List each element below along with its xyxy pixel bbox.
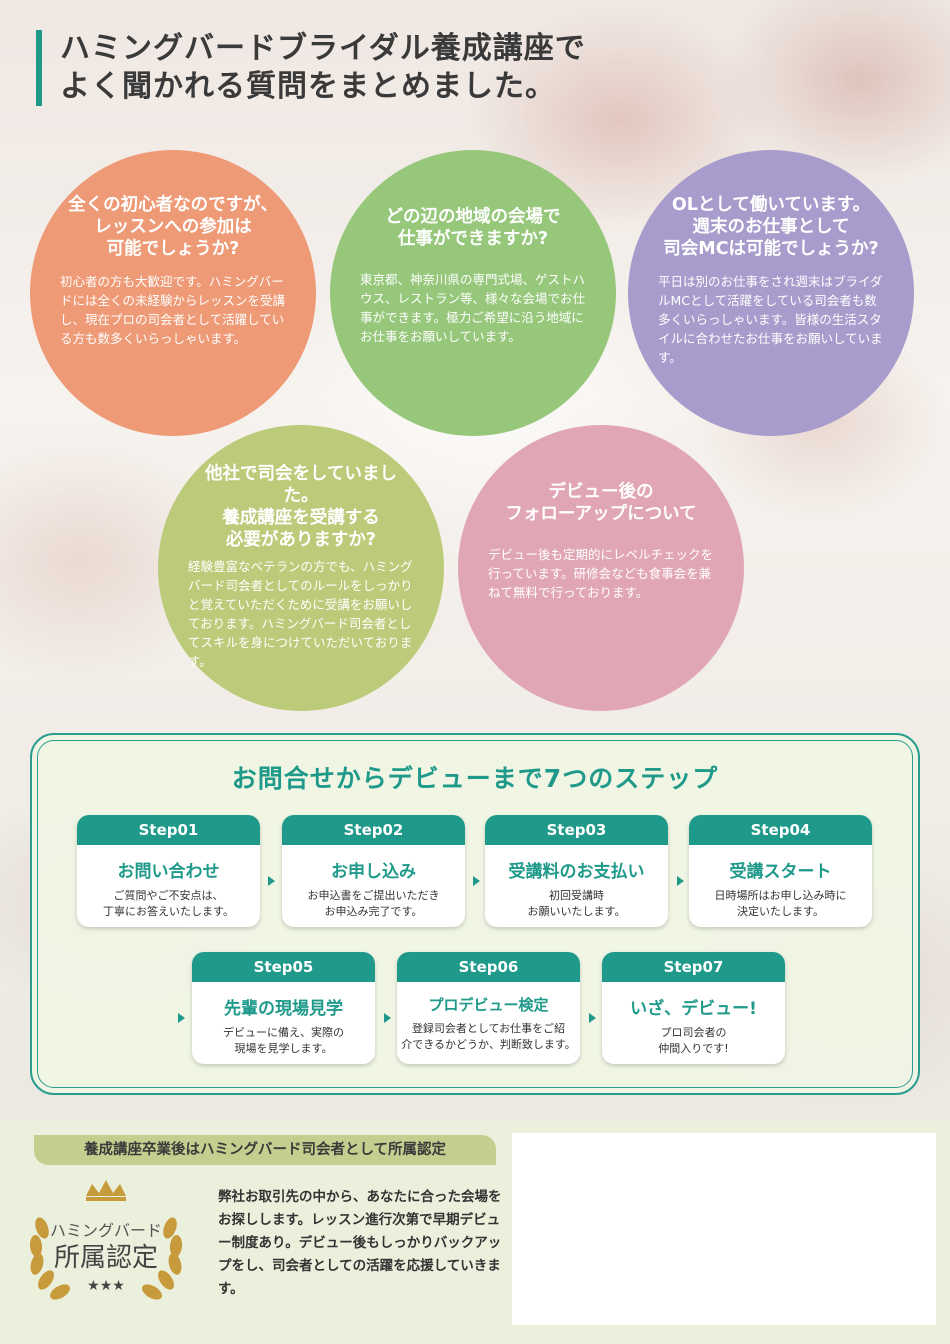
step-card: Step03 受講料のお支払い 初回受講時 お願いいたします。 bbox=[485, 815, 668, 927]
step-description-line: デビューに備え、実際の bbox=[223, 1026, 344, 1039]
faq-question-line: フォローアップについて bbox=[505, 504, 697, 524]
step-name: 受講料のお支払い bbox=[508, 862, 645, 882]
step-description-line: 現場を見学します。 bbox=[234, 1042, 333, 1055]
faq-question-line: どの辺の地域の会場で bbox=[385, 207, 561, 227]
step-card: Step04 受講スタート 日時場所はお申し込み時に 決定いたします。 bbox=[689, 815, 872, 927]
arrow-icon bbox=[473, 876, 480, 886]
page-title-line2: よく聞かれる質問をまとめました。 bbox=[60, 69, 556, 104]
step-description: プロ司会者の 仲間入りです! bbox=[602, 1025, 785, 1057]
certification-text: 弊社お取引先の中から、あなたに合った会場をお探しします。レッスン進行次第で早期デ… bbox=[218, 1189, 502, 1297]
page-title-line1: ハミングバードブライダル養成講座で bbox=[60, 31, 586, 66]
certification-emblem: ハミングバード 所属認定 ★★★ bbox=[29, 1180, 183, 1300]
faq-question-line: デビュー後の bbox=[548, 482, 654, 502]
step-description-line: 初回受講時 bbox=[549, 889, 604, 902]
step-description-line: ご質問やご不安点は、 bbox=[113, 889, 224, 902]
step-description-line: 丁寧にお答えいたします。 bbox=[103, 905, 234, 918]
faq-answer: 初心者の方も大歓迎です。ハミングバードには全くの未経験からレッスンを受講し、現在… bbox=[60, 274, 286, 346]
faq-question-line: OLとして働いています。 bbox=[671, 195, 871, 215]
step-card: Step06 プロデビュー検定 登録司会者としてお仕事をご紹 介できるかどうか、… bbox=[397, 952, 580, 1064]
faq-question: デビュー後の フォローアップについて bbox=[488, 481, 714, 525]
faq-question: 他社で司会をしていました。 養成講座を受講する 必要がありますか? bbox=[188, 463, 414, 551]
step-description: 日時場所はお申し込み時に 決定いたします。 bbox=[689, 888, 872, 920]
arrow-icon bbox=[268, 876, 275, 886]
step-card: Step05 先輩の現場見学 デビューに備え、実際の 現場を見学します。 bbox=[192, 952, 375, 1064]
step-description: お申込書をご提出いただき お申込み完了です。 bbox=[282, 888, 465, 920]
step-description-line: 登録司会者としてお仕事をご紹 bbox=[411, 1022, 566, 1035]
step-description: 初回受講時 お願いいたします。 bbox=[485, 888, 668, 920]
stars-icon: ★★★ bbox=[87, 1278, 125, 1294]
arrow-icon bbox=[384, 1013, 391, 1023]
faq-question-line: レッスンへの参加は bbox=[94, 217, 252, 237]
arrow-icon bbox=[178, 1013, 185, 1023]
step-name: いざ、デビュー! bbox=[630, 999, 757, 1019]
faq-question-line: 養成講座を受講する bbox=[222, 508, 380, 528]
step-description-line: プロ司会者の bbox=[660, 1026, 727, 1039]
step-label: Step05 bbox=[192, 952, 375, 982]
faq-circle-area: どの辺の地域の会場で 仕事ができますか? 東京都、神奈川県の専門式場、ゲストハウ… bbox=[330, 150, 616, 436]
step-card: Step01 お問い合わせ ご質問やご不安点は、 丁寧にお答えいたします。 bbox=[77, 815, 260, 927]
faq-question-line: 可能でしょうか? bbox=[106, 239, 240, 259]
step-description-line: お願いいたします。 bbox=[527, 905, 626, 918]
step-card: Step07 いざ、デビュー! プロ司会者の 仲間入りです! bbox=[602, 952, 785, 1064]
faq-answer: デビュー後も定期的にレベルチェックを行っています。研修会なども食事会を兼ねて無料… bbox=[488, 547, 714, 600]
faq-circle-followup: デビュー後の フォローアップについて デビュー後も定期的にレベルチェックを行って… bbox=[458, 425, 744, 711]
certification-banner: 養成講座卒業後はハミングバード司会者として所属認定 bbox=[34, 1135, 496, 1165]
step-name: お申し込み bbox=[331, 862, 416, 882]
crown-icon bbox=[86, 1180, 126, 1196]
emblem-line1: ハミングバード bbox=[50, 1221, 162, 1240]
step-description: デビューに備え、実際の 現場を見学します。 bbox=[192, 1025, 375, 1057]
faq-question-line: 週末のお仕事として bbox=[692, 217, 850, 237]
step-description-line: 日時場所はお申し込み時に bbox=[714, 889, 847, 902]
faq-answer: 平日は別のお仕事をされ週末はブライダルMCとして活躍をしている司会者も数多くいら… bbox=[658, 274, 883, 365]
faq-question-line: 仕事ができますか? bbox=[397, 229, 549, 249]
steps-title: お問合せからデビューまで7つのステップ bbox=[231, 764, 719, 793]
step-label: Step04 bbox=[689, 815, 872, 845]
faq-circle-weekend: OLとして働いています。 週末のお仕事として 司会MCは可能でしょうか? 平日は… bbox=[628, 150, 914, 436]
step-label: Step03 bbox=[485, 815, 668, 845]
step-description: ご質問やご不安点は、 丁寧にお答えいたします。 bbox=[77, 888, 260, 920]
step-description-line: 介できるかどうか、判断致します。 bbox=[401, 1038, 576, 1051]
steps-section: お問合せからデビューまで7つのステップ Step01 お問い合わせ ご質問やご不… bbox=[30, 733, 920, 1095]
faq-answer: 経験豊富なベテランの方でも、ハミングバード司会者としてのルールをしっかりと覚えて… bbox=[188, 559, 413, 669]
faq-question-line: 必要がありますか? bbox=[225, 530, 377, 550]
step-description-line: お申込み完了です。 bbox=[324, 905, 423, 918]
faq-question: 全くの初心者なのですが、 レッスンへの参加は 可能でしょうか? bbox=[60, 194, 286, 260]
faq-question-line: 全くの初心者なのですが、 bbox=[68, 195, 278, 215]
step-label: Step06 bbox=[397, 952, 580, 982]
step-description-line: 仲間入りです! bbox=[658, 1042, 729, 1055]
step-name: お問い合わせ bbox=[117, 862, 220, 882]
faq-question-line: 司会MCは可能でしょうか? bbox=[663, 239, 879, 259]
faq-question-line: 他社で司会をしていました。 bbox=[205, 464, 397, 506]
step-card: Step02 お申し込み お申込書をご提出いただき お申込み完了です。 bbox=[282, 815, 465, 927]
step-description-line: 決定いたします。 bbox=[737, 905, 824, 918]
arrow-icon bbox=[677, 876, 684, 886]
faq-circle-beginner: 全くの初心者なのですが、 レッスンへの参加は 可能でしょうか? 初心者の方も大歓… bbox=[30, 150, 316, 436]
arrow-icon bbox=[589, 1013, 596, 1023]
faq-question: OLとして働いています。 週末のお仕事として 司会MCは可能でしょうか? bbox=[658, 194, 884, 260]
emblem-line2: 所属認定 bbox=[54, 1243, 158, 1273]
page-title: ハミングバードブライダル養成講座で よく聞かれる質問をまとめました。 bbox=[36, 30, 586, 106]
step-label: Step01 bbox=[77, 815, 260, 845]
blank-panel bbox=[512, 1133, 936, 1325]
step-name: 先輩の現場見学 bbox=[224, 999, 343, 1019]
step-description: 登録司会者としてお仕事をご紹 介できるかどうか、判断致します。 bbox=[397, 1021, 580, 1053]
faq-question: どの辺の地域の会場で 仕事ができますか? bbox=[360, 206, 586, 250]
step-name: 受講スタート bbox=[729, 862, 832, 882]
step-label: Step07 bbox=[602, 952, 785, 982]
faq-circle-experienced: 他社で司会をしていました。 養成講座を受講する 必要がありますか? 経験豊富なベ… bbox=[158, 425, 444, 711]
faq-answer: 東京都、神奈川県の専門式場、ゲストハウス、レストラン等、様々な会場でお仕事ができ… bbox=[360, 272, 586, 344]
step-description-line: お申込書をご提出いただき bbox=[307, 889, 440, 902]
step-label: Step02 bbox=[282, 815, 465, 845]
step-name: プロデビュー検定 bbox=[428, 996, 549, 1014]
